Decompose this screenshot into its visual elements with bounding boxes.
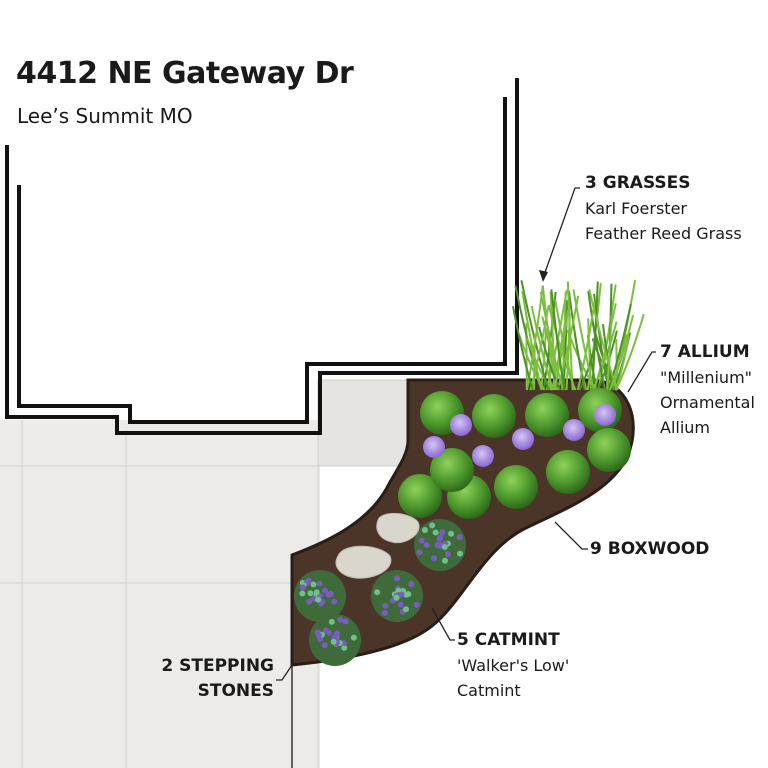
catmint-bloom — [315, 597, 321, 603]
page-title: 4412 NE Gateway Dr — [16, 56, 353, 91]
catmint-bloom — [422, 527, 428, 533]
catmint-bloom — [329, 619, 335, 625]
allium-count: 7 ALLIUM — [660, 340, 755, 365]
catmint-bloom — [314, 589, 320, 595]
catmint-bloom — [316, 632, 322, 638]
stones-line-2: STONES — [161, 679, 274, 704]
boxwood-shrub — [546, 450, 590, 494]
catmint-bloom — [394, 595, 400, 601]
catmint-bloom — [448, 531, 454, 537]
catmint-desc-2: Catmint — [457, 678, 569, 703]
allium-flower — [512, 428, 534, 450]
catmint-bloom — [331, 599, 337, 605]
catmint-bloom — [408, 581, 414, 587]
catmint-bloom — [457, 551, 463, 557]
catmint-desc-1: 'Walker's Low' — [457, 653, 569, 678]
catmint-bloom — [442, 558, 448, 564]
allium-flower — [563, 419, 585, 441]
catmint-label: 5 CATMINT 'Walker's Low' Catmint — [457, 628, 569, 703]
catmint-bloom — [300, 585, 306, 591]
grass-blade — [534, 334, 535, 390]
boxwood-count: 9 BOXWOOD — [590, 537, 709, 562]
boxwood-label: 9 BOXWOOD — [590, 537, 709, 562]
allium-label: 7 ALLIUM "Millenium" Ornamental Allium — [660, 340, 755, 440]
catmint-bloom — [457, 534, 463, 540]
stones-label: 2 STEPPING STONES — [161, 654, 274, 704]
catmint-bloom — [331, 639, 337, 645]
catmint-bloom — [299, 591, 305, 597]
allium-flower — [472, 445, 494, 467]
boxwood-shrub — [494, 465, 538, 509]
catmint-bloom — [382, 610, 388, 616]
catmint-bloom — [310, 582, 316, 588]
catmint-bloom — [351, 635, 357, 641]
stones-line-1: 2 STEPPING — [161, 654, 274, 679]
allium-desc-1: "Millenium" — [660, 365, 755, 390]
catmint-count: 5 CATMINT — [457, 628, 569, 653]
catmint-bloom — [414, 602, 420, 608]
catmint-bloom — [328, 591, 334, 597]
catmint-bloom — [342, 618, 348, 624]
catmint-bloom — [437, 535, 443, 541]
grasses-desc-1: Karl Foerster — [585, 196, 742, 221]
catmint-bloom — [419, 538, 425, 544]
catmint-bloom — [442, 544, 448, 550]
catmint-bloom — [424, 542, 430, 548]
catmint-bloom — [374, 589, 380, 595]
catmint-bloom — [307, 590, 313, 596]
catmint-bloom — [445, 551, 451, 557]
grasses-label: 3 GRASSES Karl Foerster Feather Reed Gra… — [585, 171, 742, 246]
allium-flower — [423, 436, 445, 458]
allium-flower — [594, 404, 616, 426]
boxwood-shrub — [472, 394, 516, 438]
catmint-bloom — [398, 601, 404, 607]
catmint-bloom — [417, 549, 423, 555]
grasses-desc-2: Feather Reed Grass — [585, 221, 742, 246]
catmint-bloom — [394, 575, 400, 581]
catmint-bloom — [322, 642, 328, 648]
catmint-bloom — [405, 591, 411, 597]
catmint-bloom — [439, 529, 445, 535]
allium-desc-2: Ornamental — [660, 390, 755, 415]
catmint-bloom — [403, 606, 409, 612]
catmint-bloom — [317, 581, 323, 587]
catmint-bloom — [435, 542, 441, 548]
catmint-bloom — [382, 603, 388, 609]
allium-flower — [450, 414, 472, 436]
grasses-count: 3 GRASSES — [585, 171, 742, 196]
page-subtitle: Lee’s Summit MO — [17, 104, 193, 128]
boxwood-shrub — [525, 393, 569, 437]
catmint-bloom — [433, 530, 439, 536]
catmint-bloom — [337, 617, 343, 623]
allium-desc-3: Allium — [660, 415, 755, 440]
catmint-bloom — [431, 555, 437, 561]
boxwood-shrub — [587, 428, 631, 472]
feather-reed-grass — [513, 280, 644, 390]
catmint-bloom — [429, 522, 435, 528]
